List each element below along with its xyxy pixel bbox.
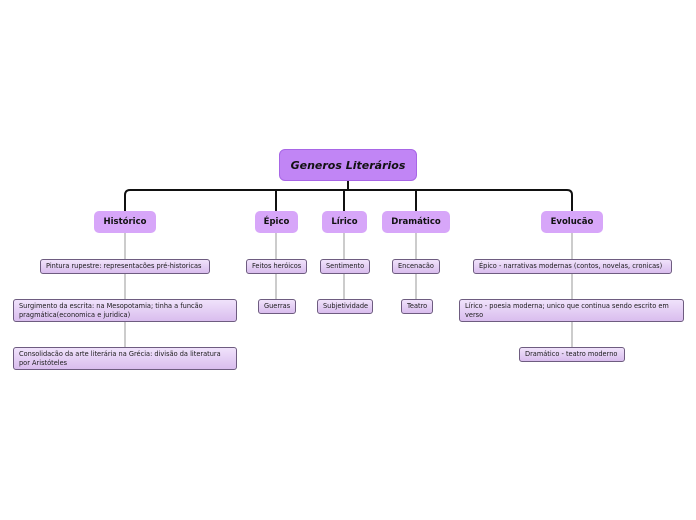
branch-historico[interactable]: Histórico bbox=[94, 211, 156, 233]
leaf-historico-3[interactable]: Consolidacão da arte literária na Grécia… bbox=[13, 347, 237, 370]
branch-dramatico[interactable]: Dramático bbox=[382, 211, 450, 233]
leaf-evolucao-1[interactable]: Épico - narrativas modernas (contos, nov… bbox=[473, 259, 672, 274]
root-topic[interactable]: Generos Literários bbox=[279, 149, 417, 181]
leaf-evolucao-3[interactable]: Dramático - teatro moderno bbox=[519, 347, 625, 362]
leaf-historico-2[interactable]: Surgimento da escrita: na Mesopotamia; t… bbox=[13, 299, 237, 322]
branch-evolucao[interactable]: Evolucão bbox=[541, 211, 603, 233]
branch-epico[interactable]: Épico bbox=[255, 211, 298, 233]
branch-lirico[interactable]: Lírico bbox=[322, 211, 367, 233]
leaf-historico-1[interactable]: Pintura rupestre: representacões pré-his… bbox=[40, 259, 210, 274]
leaf-evolucao-2[interactable]: Lírico - poesia moderna; unico que conti… bbox=[459, 299, 684, 322]
branch-connector bbox=[124, 189, 573, 212]
leaf-dramatico-1[interactable]: Encenacão bbox=[392, 259, 440, 274]
leaf-epico-2[interactable]: Guerras bbox=[258, 299, 296, 314]
leaf-lirico-1[interactable]: Sentimento bbox=[320, 259, 370, 274]
leaf-dramatico-2[interactable]: Teatro bbox=[401, 299, 433, 314]
leaf-epico-1[interactable]: Feitos heróicos bbox=[246, 259, 307, 274]
leaf-lirico-2[interactable]: Subjetividade bbox=[317, 299, 373, 314]
